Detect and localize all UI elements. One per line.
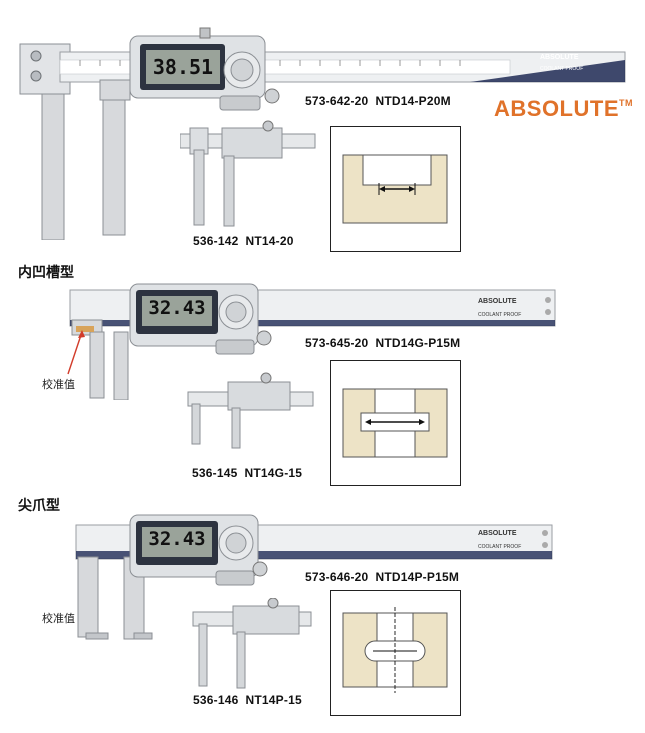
lcd-readout: 38.51 xyxy=(152,55,214,79)
vernier-caliper-nt14g-15 xyxy=(187,372,314,449)
measurement-diagram-1 xyxy=(330,126,461,252)
product-code-573-645-20: 573-645-20 NTD14G-P15M xyxy=(305,336,461,350)
digital-caliper-ntd14 xyxy=(19,27,626,240)
product-code-573-646-20: 573-646-20 NTD14P-P15M xyxy=(305,570,460,584)
caliper-coolant-text-2: COOLANT PROOF xyxy=(478,312,522,318)
lcd-readout-3: 32.43 xyxy=(148,528,206,550)
measurement-diagram-2 xyxy=(330,360,461,486)
vernier-caliper-nt14p-15 xyxy=(192,598,312,689)
digital-caliper-ntd14p xyxy=(75,514,553,640)
vernier-caliper-nt14-20 xyxy=(180,120,316,227)
product-code-536-146: 536-146 NT14P-15 xyxy=(193,693,302,707)
section-title-pointed: 尖爪型 xyxy=(18,498,60,514)
ref-value-label-2: 校准值 xyxy=(42,612,75,625)
caliper-absolute-text-3: ABSOLUTE xyxy=(478,530,517,537)
callout-arrow-1 xyxy=(67,330,85,375)
caliper-coolant-text: COOLANT PROOF xyxy=(540,66,584,72)
caliper-absolute-text: ABSOLUTE xyxy=(540,54,579,61)
product-code-536-145: 536-145 NT14G-15 xyxy=(192,466,303,480)
ref-value-label-1: 校准值 xyxy=(42,378,75,391)
section-title-groove: 内凹槽型 xyxy=(18,265,74,281)
caliper-coolant-text-3: COOLANT PROOF xyxy=(478,544,522,550)
digital-caliper-ntd14g xyxy=(69,283,556,400)
caliper-absolute-text-2: ABSOLUTE xyxy=(478,298,517,305)
product-code-536-142: 536-142 NT14-20 xyxy=(193,234,294,248)
lcd-readout-2: 32.43 xyxy=(148,297,206,319)
measurement-diagram-3 xyxy=(330,590,461,716)
absolute-brand-logo: ABSOLUTETM xyxy=(494,96,633,121)
product-code-573-642-20: 573-642-20 NTD14-P20M xyxy=(305,94,451,108)
